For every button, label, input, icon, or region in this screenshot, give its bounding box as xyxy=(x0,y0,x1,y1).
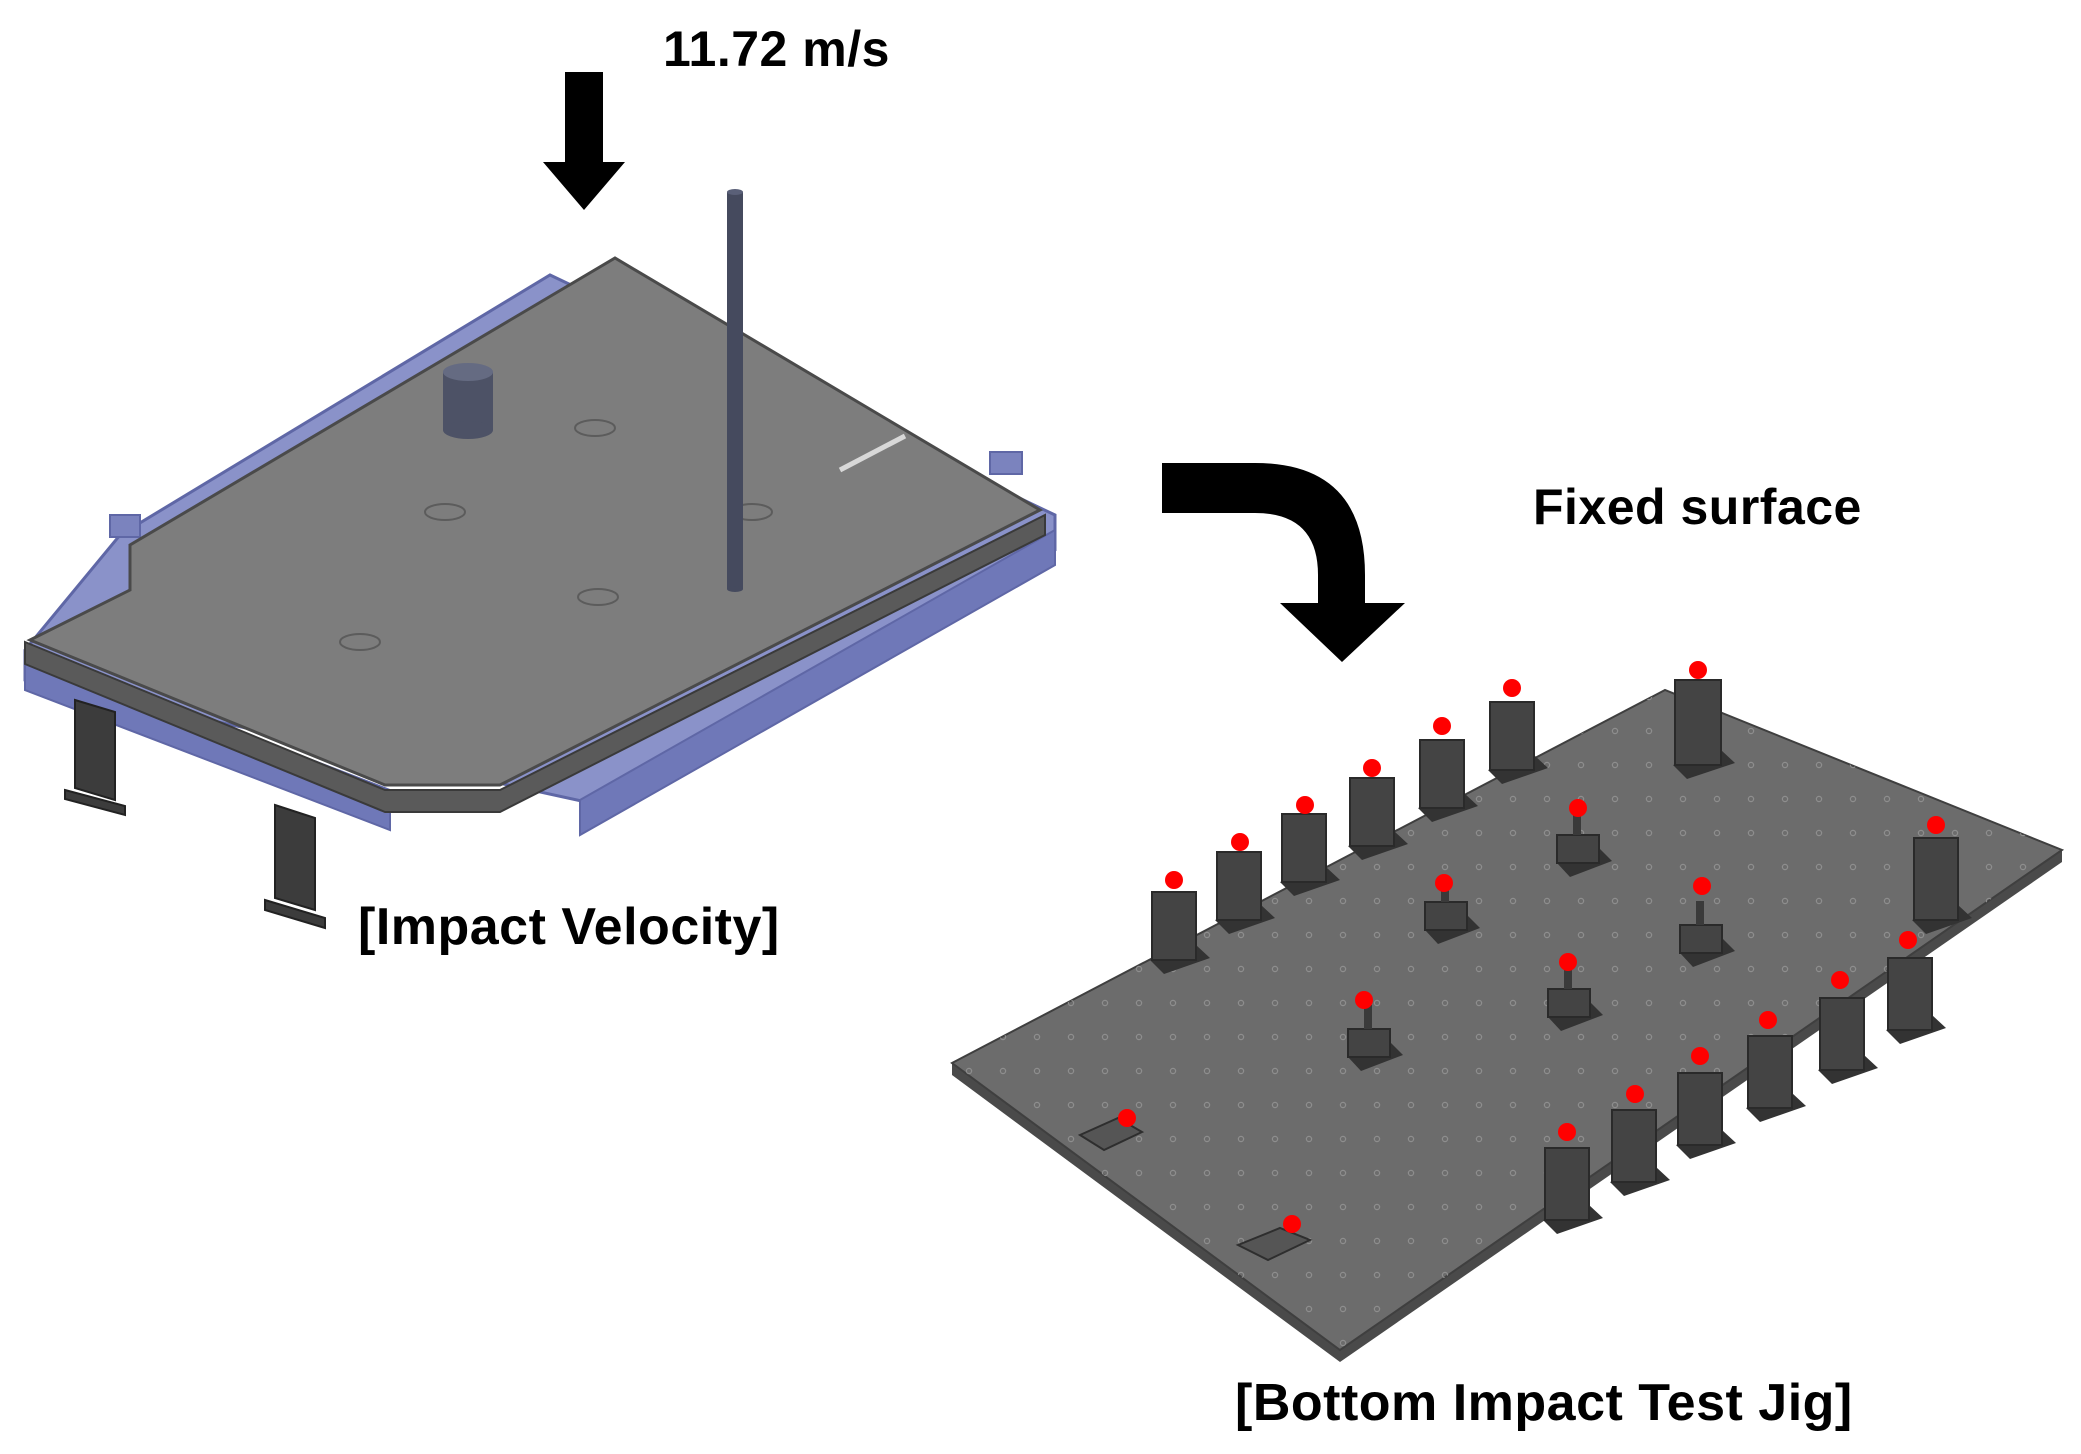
jig-pillar xyxy=(1215,851,1275,934)
sensor-dot xyxy=(1831,971,1849,989)
sensor-dot xyxy=(1691,1047,1709,1065)
blue-frame-right-rail xyxy=(579,528,1056,837)
sensor-dot xyxy=(1927,816,1945,834)
jig-pillar xyxy=(1818,997,1878,1084)
sensor-dot xyxy=(1363,759,1381,777)
jig-hole-pattern xyxy=(952,690,2062,1350)
jig-pillar xyxy=(1543,1147,1603,1234)
jig-pillar xyxy=(1676,1072,1736,1159)
sensor-dot xyxy=(1433,717,1451,735)
jig-pillar xyxy=(1150,891,1210,974)
vertical-rod xyxy=(727,189,743,592)
arrow-down-icon xyxy=(543,72,625,210)
jig-pillar xyxy=(1886,957,1946,1044)
jig-pillar xyxy=(1746,1035,1806,1122)
battery-pack-model xyxy=(23,189,1057,930)
sensor-dot xyxy=(1569,799,1587,817)
jig-stub-post xyxy=(1347,1005,1403,1071)
frame-bracket xyxy=(109,514,141,538)
fixed-surface-label: Fixed surface xyxy=(1533,479,1862,535)
support-leg xyxy=(64,698,126,817)
jig-stub-post xyxy=(1556,811,1612,877)
plate-recess xyxy=(339,633,381,651)
sensor-dot xyxy=(1689,661,1707,679)
curved-arrow-icon xyxy=(1162,463,1405,662)
sensor-dot xyxy=(1283,1215,1301,1233)
sensor-dot xyxy=(1118,1109,1136,1127)
sensor-dot xyxy=(1559,953,1577,971)
jig-pillar xyxy=(1418,739,1478,822)
support-leg xyxy=(264,803,326,930)
jig-stub-post xyxy=(1679,901,1735,967)
plate-recess xyxy=(574,419,616,437)
sensor-dot xyxy=(1759,1011,1777,1029)
jig-stub-post xyxy=(1547,965,1603,1031)
jig-pillar xyxy=(1280,813,1340,896)
jig-pad xyxy=(1235,1226,1313,1262)
plate-edge xyxy=(24,513,1046,813)
sensor-points xyxy=(1118,661,1945,1233)
cylinder-impactor xyxy=(443,363,493,439)
sensor-dot xyxy=(1355,991,1373,1009)
sensor-dot xyxy=(1693,877,1711,895)
impact-velocity-caption: [Impact Velocity] xyxy=(358,898,780,956)
test-jig-caption: [Bottom Impact Test Jig] xyxy=(1235,1374,1853,1432)
jig-pillar xyxy=(1488,701,1548,784)
sensor-dot xyxy=(1231,833,1249,851)
jig-pillar xyxy=(1610,1109,1670,1196)
sensor-dot xyxy=(1558,1123,1576,1141)
velocity-label: 11.72 m/s xyxy=(663,21,890,77)
jig-pillar xyxy=(1673,679,1735,779)
plate-top xyxy=(26,256,1044,787)
plate-marking xyxy=(838,433,907,473)
sensor-dot xyxy=(1899,931,1917,949)
sensor-dot xyxy=(1435,874,1453,892)
sensor-dot xyxy=(1296,796,1314,814)
sensor-dot xyxy=(1503,679,1521,697)
plate-recess xyxy=(424,503,466,521)
frame-bracket xyxy=(989,451,1023,475)
test-jig-model xyxy=(950,661,2065,1362)
jig-pillar xyxy=(1912,837,1972,934)
sensor-dot xyxy=(1626,1085,1644,1103)
plate-recess xyxy=(577,588,619,606)
sensor-dot xyxy=(1165,871,1183,889)
jig-pillar xyxy=(1348,777,1408,860)
